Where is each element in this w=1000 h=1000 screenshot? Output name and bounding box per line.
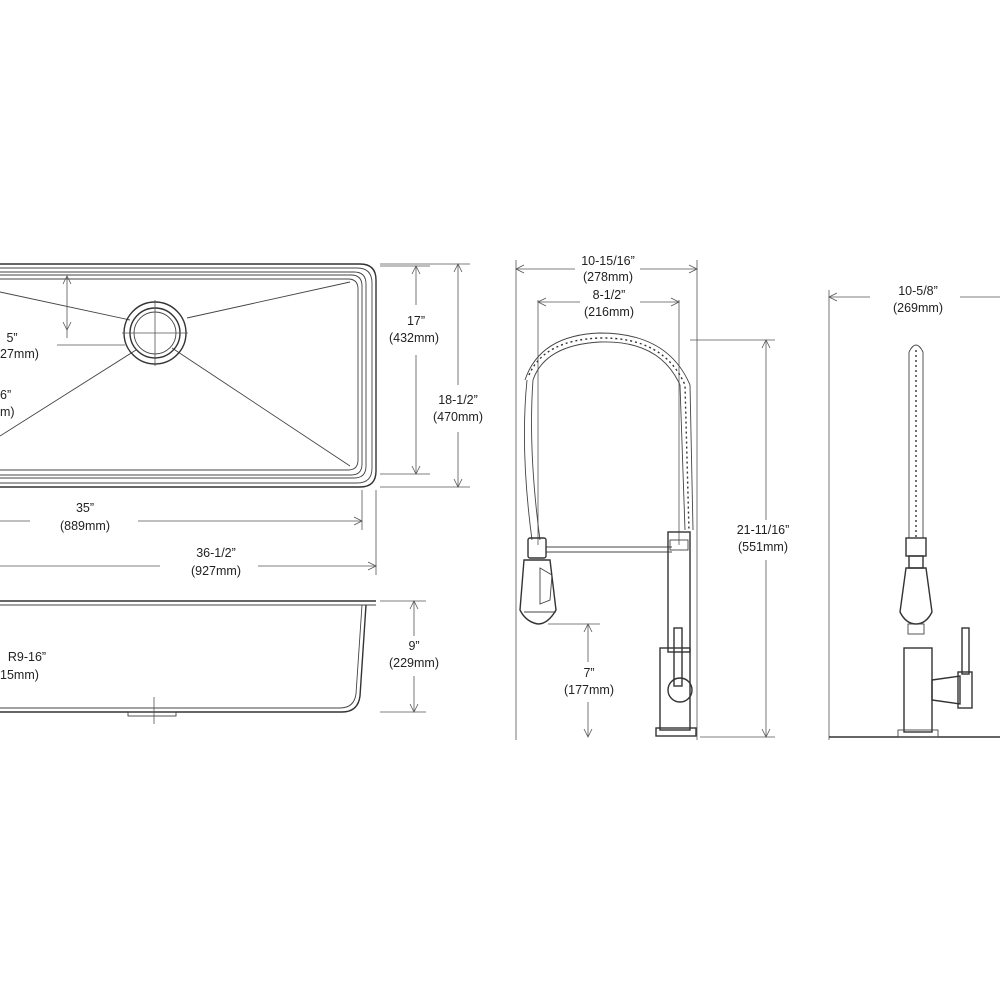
overall-width-mm: (278mm)	[583, 270, 633, 284]
radius-mm: 15mm)	[0, 668, 39, 682]
inner-length-inch: 35”	[76, 501, 94, 515]
spout-reach-mm: (216mm)	[584, 305, 634, 319]
drain-offset-mm: 27mm)	[0, 347, 39, 361]
sink-top-view: 5” 27mm) 6” m) 17” (432mm) 18-1/2” (470m…	[0, 263, 483, 578]
sprayer-icon	[519, 537, 557, 625]
sink-side-view: R9-16” 15mm) 9” (229mm)	[0, 600, 439, 724]
partial-mm: m)	[0, 405, 15, 419]
inner-width-inch: 17”	[407, 314, 425, 328]
spout-height-inch: 7”	[583, 666, 594, 680]
outer-length-inch: 36-1/2”	[196, 546, 236, 560]
drain-icon	[122, 300, 188, 366]
inner-width-mm: (432mm)	[389, 331, 439, 345]
outer-width-inch: 18-1/2”	[438, 393, 478, 407]
spout-height-mm: (177mm)	[564, 683, 614, 697]
depth-mm: (229mm)	[389, 656, 439, 670]
depth-inch: 9”	[408, 639, 419, 653]
outer-length-mm: (927mm)	[191, 564, 241, 578]
height-inch: 21-11/16”	[737, 523, 790, 537]
drain-offset-inch: 5”	[6, 331, 17, 345]
overall-width-inch: 10-15/16”	[581, 254, 635, 268]
partial-inch: 6”	[0, 388, 11, 402]
spout-reach-inch: 8-1/2”	[593, 288, 626, 302]
outer-width-mm: (470mm)	[433, 410, 483, 424]
side-depth-inch: 10-5/8”	[898, 284, 938, 298]
inner-length-mm: (889mm)	[60, 519, 110, 533]
height-mm: (551mm)	[738, 540, 788, 554]
side-depth-mm: (269mm)	[893, 301, 943, 315]
radius-inch: R9-16”	[8, 650, 46, 664]
faucet-side-view: 10-5/8” (269mm)	[828, 284, 1000, 740]
faucet-front-view: 10-15/16” (278mm) 8-1/2” (216mm)	[515, 254, 790, 740]
